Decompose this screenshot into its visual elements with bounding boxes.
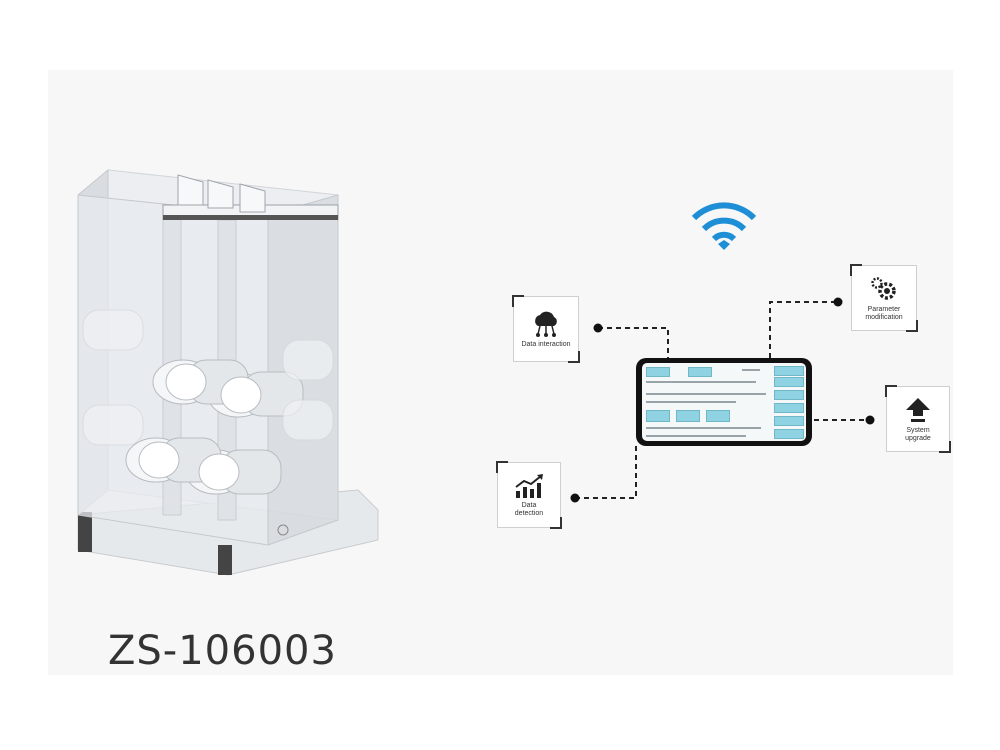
parameter-label-line2: modification: [865, 313, 903, 321]
gears-icon: [871, 276, 896, 300]
screen-button: [646, 367, 670, 377]
screen-button: [646, 410, 670, 422]
parameter-label-line1: Parameter: [867, 305, 901, 313]
screen-button: [676, 410, 700, 422]
upgrade-label-line2: upgrade: [905, 434, 931, 442]
screen-button: [774, 377, 804, 387]
data-interaction-card: Data interaction: [512, 295, 580, 363]
detection-label-line2: detection: [514, 509, 544, 517]
detection-label-line1: Data: [521, 501, 537, 509]
machine-illustration: [77, 168, 379, 576]
screen-button: [774, 403, 804, 413]
upgrade-label-line1: System: [906, 426, 930, 434]
screen-button: [774, 416, 804, 426]
screen-button: [774, 366, 804, 376]
screen-button: [688, 367, 712, 377]
trend-chart-icon: [515, 473, 543, 498]
screen-button: [706, 410, 730, 422]
screen-button: [774, 390, 804, 400]
wifi-icon: [691, 202, 757, 250]
phone-device: [636, 358, 812, 446]
cloud-network-icon: [535, 311, 557, 337]
data-interaction-label: Data interaction: [521, 340, 571, 348]
upload-arrow-icon: [906, 397, 930, 422]
control-screen: [642, 363, 806, 441]
screen-button: [774, 429, 804, 439]
model-number: ZS-106003: [108, 628, 337, 674]
